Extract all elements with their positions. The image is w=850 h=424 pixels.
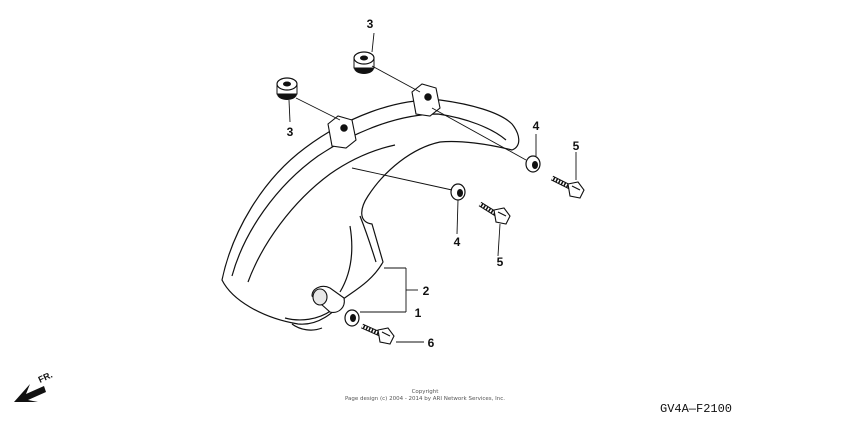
callout-3-upper: 3 [367,17,374,31]
mount-tab-left [327,115,357,149]
callout-6: 6 [428,336,435,350]
washer[interactable] [344,309,360,327]
callout-5-middle: 5 [497,255,504,269]
collar-middle[interactable] [450,183,466,201]
front-direction-label: FR. [37,370,54,385]
bolt-lower[interactable] [360,323,395,345]
fender-boss [311,285,345,313]
callout-1: 1 [415,306,422,320]
callout-3-left: 3 [287,125,294,139]
leader-lines [288,32,577,343]
callout-4-right: 4 [533,119,540,133]
mount-tab-right [411,83,441,117]
bolt-middle[interactable] [478,201,511,225]
callout-2: 2 [423,284,430,298]
copyright-line-2: Page design (c) 2004 - 2014 by ARI Netwo… [345,396,505,402]
diagram-code: GV4A—F2100 [660,402,732,416]
bolt-right[interactable] [550,175,585,199]
grommet-left[interactable] [276,77,298,100]
front-fender[interactable] [221,99,520,331]
grommet-upper[interactable] [353,51,375,74]
collar-right[interactable] [525,155,541,173]
callout-4-middle: 4 [454,235,461,249]
callout-5-right: 5 [573,139,580,153]
copyright-line-1: Copyright [412,389,440,395]
front-direction-arrow-icon [14,384,46,402]
